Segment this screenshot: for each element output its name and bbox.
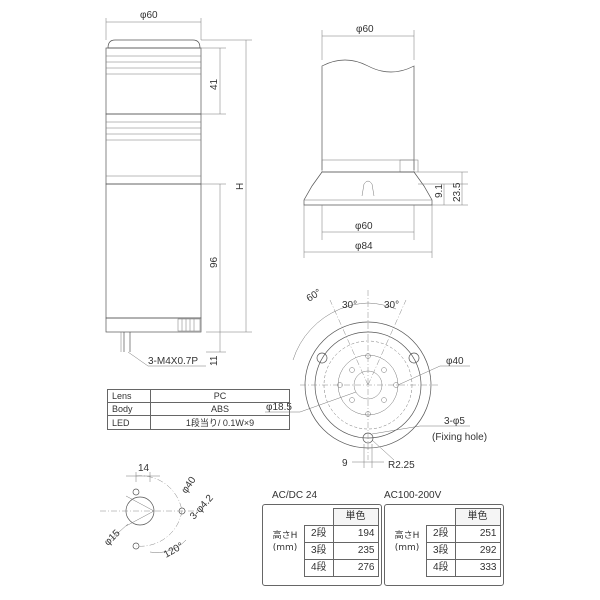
spec-row: LED 1段当り/ 0.1W×9 bbox=[107, 415, 290, 430]
height-value: 276 bbox=[332, 559, 379, 577]
height-table-2-row-label: 高さH (mm) bbox=[394, 531, 420, 553]
dim-angle-60: 60° bbox=[305, 287, 324, 304]
height-table-1-header: 単色 bbox=[332, 508, 379, 526]
fixing-hole-2 bbox=[408, 352, 420, 364]
dim-holes-dia5: 3-φ5 bbox=[444, 416, 465, 427]
spec-value: 1段当り/ 0.1W×9 bbox=[150, 415, 290, 430]
dim-angle-30b: 30° bbox=[384, 300, 399, 311]
front-view: φ60 3-M4X0.7P 41 bbox=[105, 10, 252, 367]
spec-value: PC bbox=[150, 389, 290, 403]
tier-label: 4段 bbox=[426, 559, 456, 577]
spec-row: Body ABS bbox=[107, 402, 290, 416]
tier-label: 3段 bbox=[426, 542, 456, 560]
spec-key: Lens bbox=[107, 389, 151, 403]
dim-9-1: 9.1 bbox=[434, 184, 445, 198]
dim-mount-screw: 3-M4X0.7P bbox=[148, 356, 198, 367]
tier-green bbox=[105, 113, 202, 185]
tier-label: 3段 bbox=[304, 542, 334, 560]
mounting-cutout: 14 φ40 3-φ4.2 φ15 120° bbox=[100, 463, 216, 561]
dim-23-5: 23.5 bbox=[452, 182, 463, 202]
tier-label: 2段 bbox=[426, 525, 456, 543]
tower-cap bbox=[107, 39, 201, 49]
base-connector bbox=[177, 318, 201, 332]
side-view: φ60 9.1 23.5 φ60 φ84 bbox=[303, 24, 468, 258]
dim-r2-25: R2.25 bbox=[388, 460, 415, 471]
tier-red bbox=[105, 47, 202, 115]
height-table-2-caption: AC100-200V bbox=[384, 490, 442, 501]
dim-holes-dia4-2: 3-φ4.2 bbox=[188, 493, 216, 522]
dim-side-dia60: φ60 bbox=[356, 24, 374, 35]
height-table-2-frame bbox=[384, 504, 504, 586]
height-table-2-header: 単色 bbox=[454, 508, 501, 526]
height-table-1-row-label: 高さH (mm) bbox=[272, 531, 298, 553]
spec-value: ABS bbox=[150, 402, 290, 416]
bottom-view: 60° 30° 30° φ40 φ18.5 3-φ5 (Fixing hole)… bbox=[265, 287, 487, 471]
cutout-hole-1 bbox=[132, 488, 140, 496]
dim-angle-30a: 30° bbox=[342, 300, 357, 311]
spec-row: Lens PC bbox=[107, 389, 290, 403]
height-value: 235 bbox=[332, 542, 379, 560]
height-value: 333 bbox=[454, 559, 501, 577]
dim-H: H bbox=[235, 183, 246, 190]
dim-14: 14 bbox=[138, 463, 150, 474]
dim-dia15: φ15 bbox=[102, 528, 123, 549]
spec-key: Body bbox=[107, 402, 151, 416]
dim-11: 11 bbox=[209, 355, 220, 366]
dim-base-dia60: φ60 bbox=[355, 221, 373, 232]
tower-body bbox=[105, 183, 202, 319]
tier-label: 2段 bbox=[304, 525, 334, 543]
height-table-1-frame bbox=[262, 504, 382, 586]
height-table-1-caption: AC/DC 24 bbox=[272, 490, 318, 501]
dim-fixing-hole: (Fixing hole) bbox=[432, 432, 487, 443]
spec-key: LED bbox=[107, 415, 151, 430]
spec-table: Lens PC Body ABS LED 1段当り/ 0.1W×9 bbox=[107, 389, 290, 430]
dim-41: 41 bbox=[209, 78, 220, 90]
tier-label: 4段 bbox=[304, 559, 334, 577]
dim-96: 96 bbox=[209, 256, 220, 268]
dim-base-dia84: φ84 bbox=[355, 241, 373, 252]
dim-dia40-top: φ40 bbox=[446, 356, 464, 367]
fixing-hole-1 bbox=[316, 352, 328, 364]
dim-dia40-cut: φ40 bbox=[179, 475, 198, 496]
dim-front-dia60: φ60 bbox=[140, 10, 158, 21]
tower-base bbox=[105, 317, 202, 333]
dim-9: 9 bbox=[342, 458, 348, 469]
height-value: 251 bbox=[454, 525, 501, 543]
height-value: 194 bbox=[332, 525, 379, 543]
fixing-hole-3 bbox=[362, 432, 374, 444]
height-value: 292 bbox=[454, 542, 501, 560]
